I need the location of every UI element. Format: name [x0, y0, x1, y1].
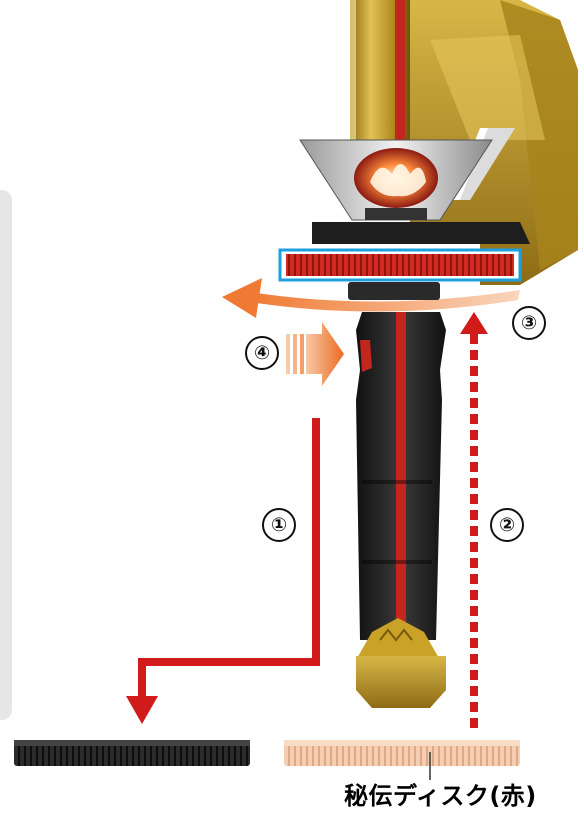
- peach-disk: [284, 740, 520, 766]
- arrow-step2: [460, 312, 488, 728]
- black-disk: [14, 740, 250, 766]
- rotate-arrow: [222, 278, 520, 318]
- red-disk-installed: [278, 248, 522, 282]
- arrow-step1: [126, 418, 320, 724]
- callout-step1: ①: [262, 508, 296, 542]
- disk-reader-cone: [299, 139, 493, 221]
- grip-hub: [348, 282, 440, 300]
- callout-step2: ②: [490, 508, 524, 542]
- red-disk-label: 秘伝ディスク(赤): [344, 782, 537, 810]
- callout-step3: ③: [512, 306, 546, 340]
- gold-sword-body: [350, 0, 578, 285]
- arrow-step4: [286, 322, 344, 386]
- base-plate: [312, 222, 530, 244]
- callout-step4: ④: [245, 336, 279, 370]
- grip-pommel: [356, 618, 446, 708]
- sword-grip: [356, 312, 446, 642]
- side-panel: [0, 190, 12, 720]
